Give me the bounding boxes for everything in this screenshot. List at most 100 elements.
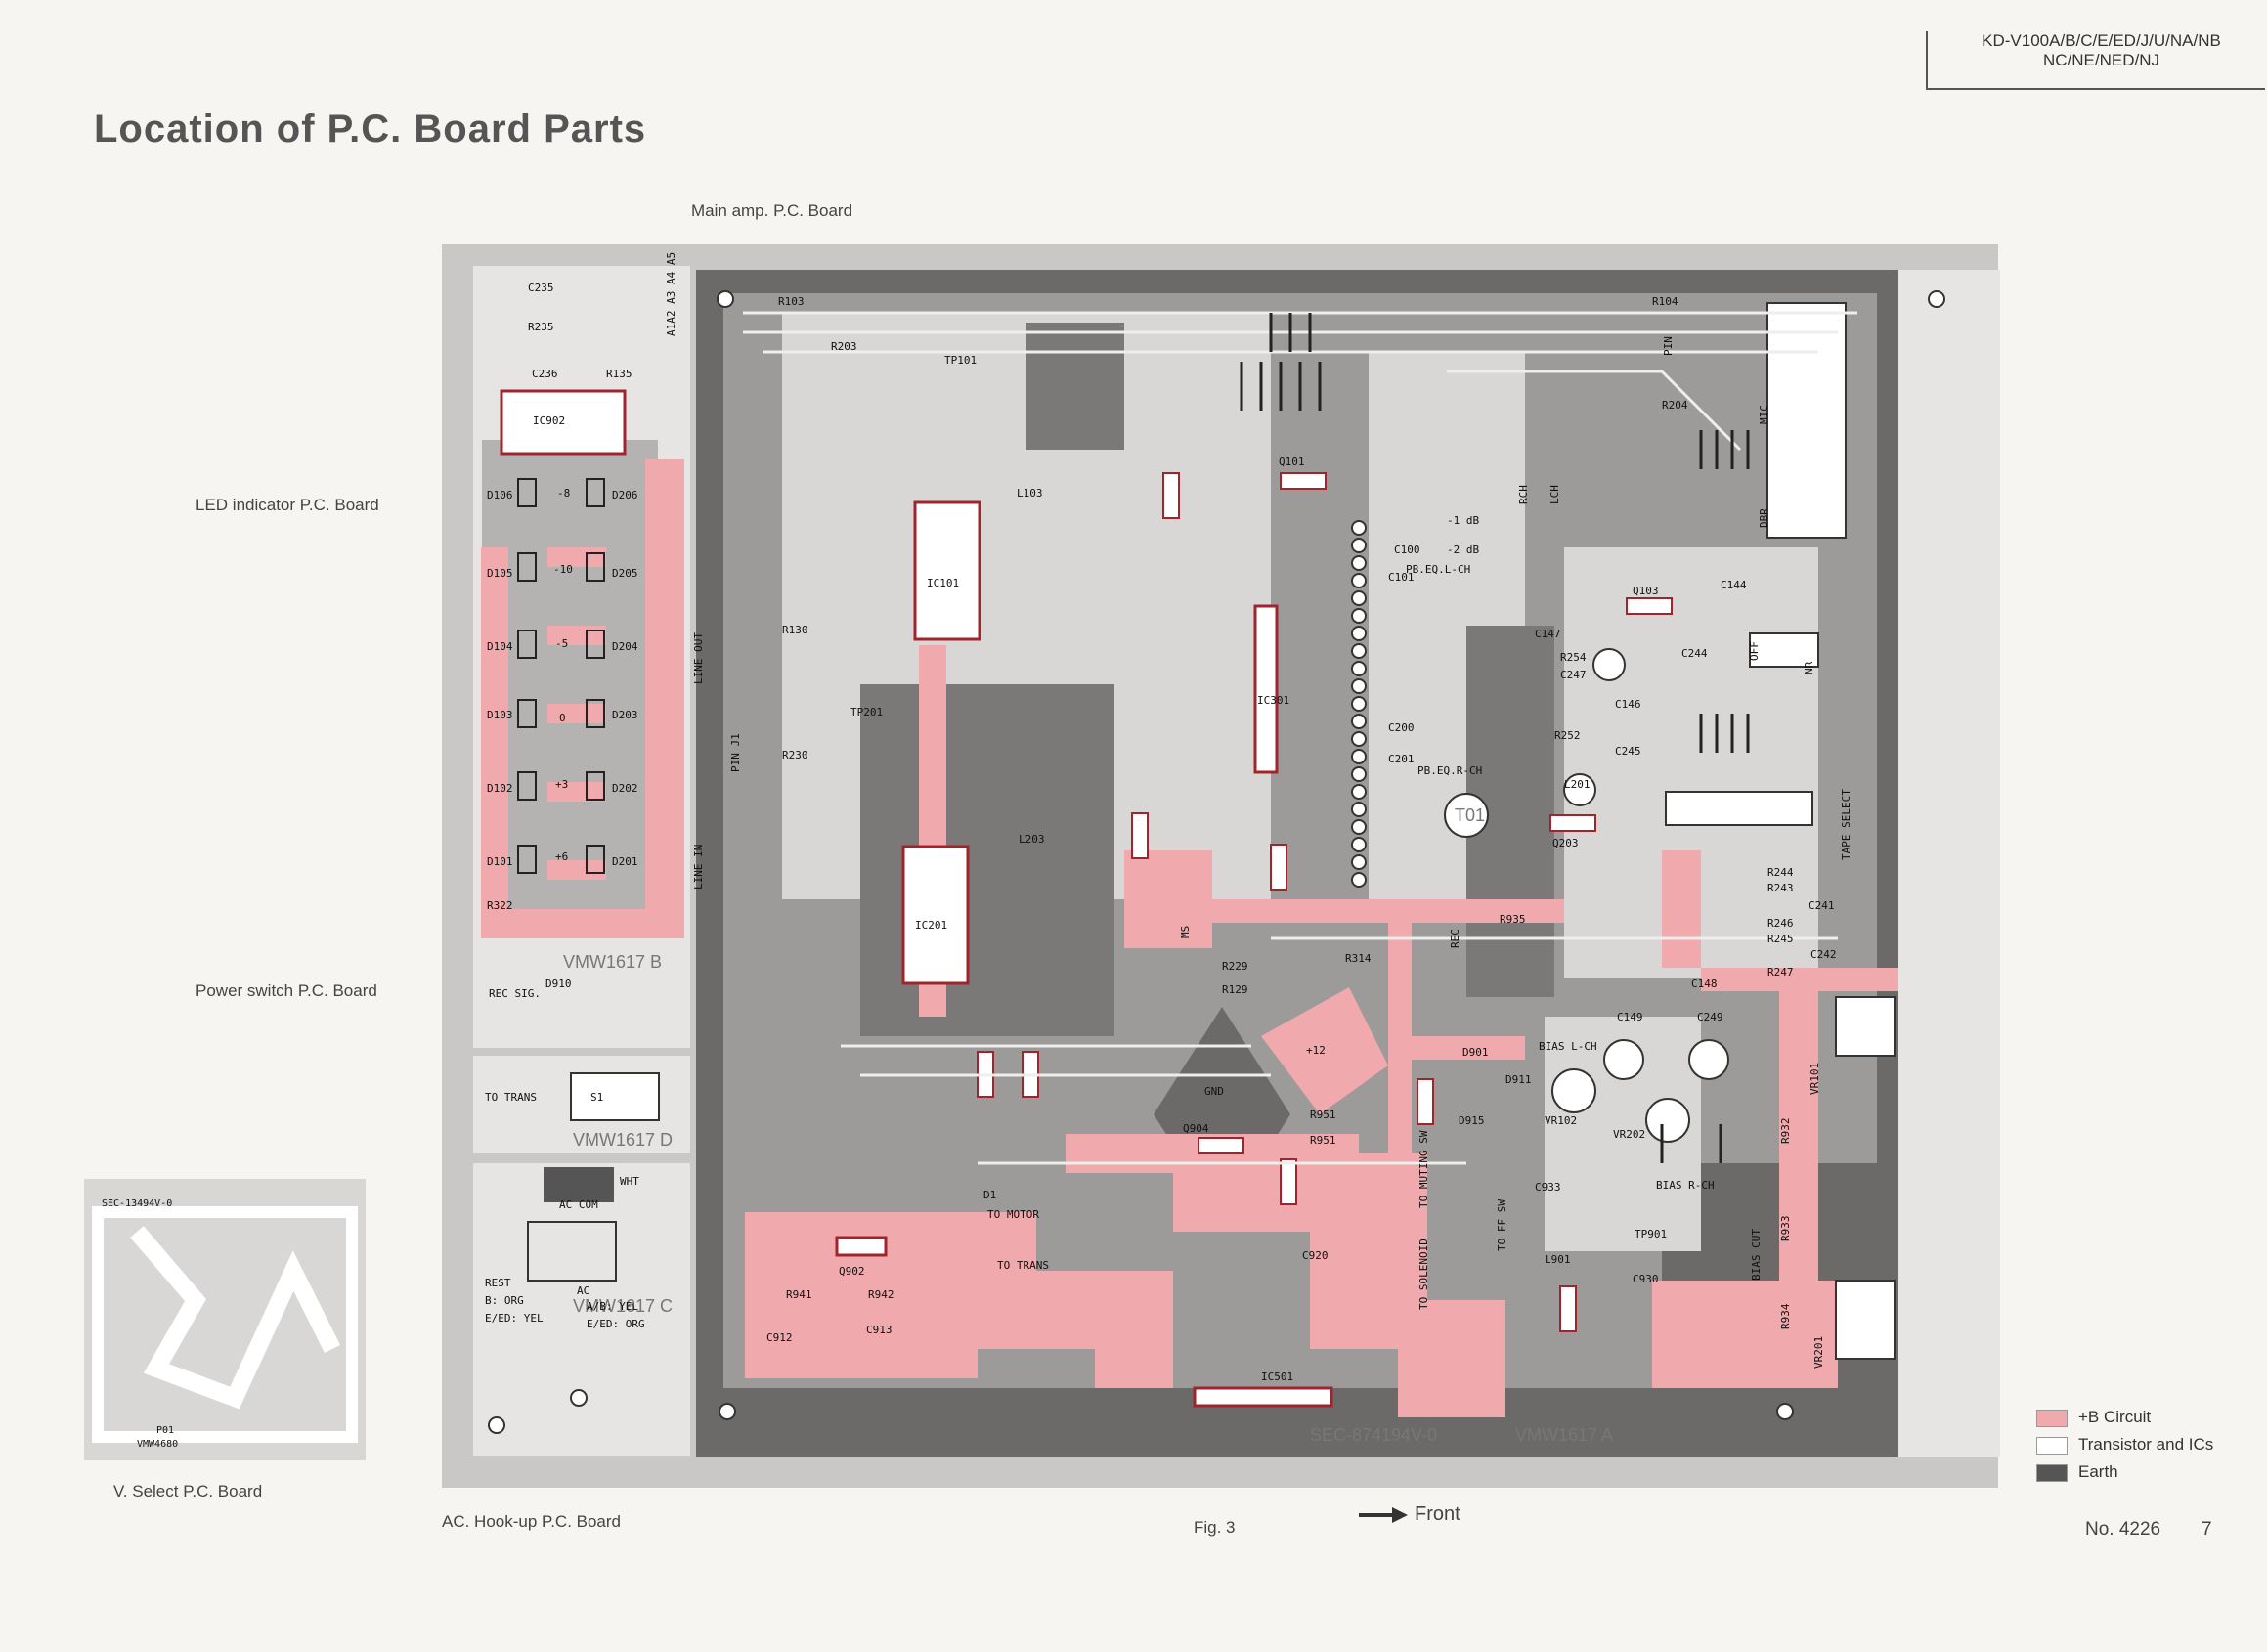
mounting-holes <box>488 290 1945 1434</box>
q906b-outline <box>1417 1078 1434 1125</box>
q904-label: Q904 <box>1183 1122 1209 1135</box>
vr202-pot <box>1645 1098 1690 1143</box>
q905-outline <box>1559 1285 1577 1332</box>
q202-outline <box>1131 812 1149 859</box>
line-out-label: LINE OUT <box>692 632 705 684</box>
model-number-box: KD-V100A/B/C/E/ED/J/U/NA/NB NC/NE/NED/NJ <box>1926 31 2265 90</box>
r314-label: R314 <box>1345 952 1372 965</box>
l101-coil <box>1592 648 1626 681</box>
r230-label: R230 <box>782 749 808 761</box>
q101-outline <box>1280 472 1327 490</box>
r932b-label: R951 <box>1310 1134 1336 1147</box>
c242-label: C242 <box>1810 948 1837 961</box>
l201-label: L201 <box>1564 778 1591 791</box>
board-code-main: SEC-874194V-0 <box>1310 1425 1437 1445</box>
l203-label: L203 <box>1019 833 1045 846</box>
r103-label: R103 <box>778 295 805 308</box>
v-neg5: -5 <box>555 637 568 650</box>
d915-label: D915 <box>1459 1114 1485 1127</box>
r932-label: R932 <box>1779 1118 1792 1145</box>
q201-outline <box>1270 844 1287 891</box>
ab-yel-label: A/B: YEL <box>587 1300 638 1313</box>
vr101-label: VR101 <box>1809 1063 1821 1095</box>
mic-label: MIC <box>1758 405 1770 424</box>
t01-circle <box>1444 793 1489 838</box>
c200-label: C200 <box>1388 721 1415 734</box>
d205-label: D205 <box>612 567 638 580</box>
c147-label: C147 <box>1535 628 1561 640</box>
l202-coil <box>1688 1039 1729 1080</box>
plus12-label: +12 <box>1306 1044 1326 1057</box>
ms-label: MS <box>1179 926 1192 938</box>
c249-label: C249 <box>1697 1011 1723 1023</box>
c930-label: C930 <box>1633 1273 1659 1285</box>
ic101-outline <box>913 500 981 641</box>
r129-label: R129 <box>1222 983 1248 996</box>
nr-label: NR <box>1803 661 1815 674</box>
vr102-label: VR102 <box>1545 1114 1577 1127</box>
ac-hookup-board <box>473 1163 690 1456</box>
led-trace-seg <box>547 782 606 802</box>
r246-label: R246 <box>1767 917 1794 930</box>
d202-label: D202 <box>612 782 638 795</box>
c101-label: C101 <box>1388 571 1415 584</box>
bias-l-label: BIAS L-CH <box>1539 1040 1597 1053</box>
d911-label: D911 <box>1505 1073 1532 1086</box>
c247-label: C247 <box>1560 669 1587 681</box>
r104-label: R104 <box>1652 295 1678 308</box>
eed-org-label: E/ED: ORG <box>587 1318 645 1330</box>
r941-label: R941 <box>786 1288 812 1301</box>
vr102-pot <box>1551 1068 1596 1113</box>
ic501-outline <box>1193 1386 1333 1408</box>
r235-label: R235 <box>528 321 554 333</box>
v-neg10: -10 <box>553 563 573 576</box>
to-ff-sw-label: TO FF SW <box>1496 1199 1508 1251</box>
lch-label: LCH <box>1548 485 1561 504</box>
led-column-left <box>517 478 537 874</box>
tp101-label: TP101 <box>944 354 977 367</box>
c201-label: C201 <box>1388 753 1415 765</box>
plus12-area <box>1261 987 1388 1114</box>
page-number-code: No. 4226 <box>2085 1519 2161 1540</box>
vmw-c-mark: VMW1617 C <box>573 1296 673 1316</box>
main-board-dark-block <box>1026 323 1124 450</box>
vselect-board-label: V. Select P.C. Board <box>113 1482 263 1500</box>
c912-label: C912 <box>766 1331 793 1344</box>
r204-label: R204 <box>1662 399 1688 412</box>
c933-label: C933 <box>1535 1181 1561 1194</box>
r135-label: R135 <box>606 368 632 380</box>
ic201-label: IC201 <box>915 919 947 932</box>
ic501-label: IC501 <box>1261 1370 1293 1383</box>
v-3: +3 <box>555 778 568 791</box>
vr202-label: VR202 <box>1613 1128 1645 1141</box>
led-board-inner <box>482 440 658 909</box>
to-trans2-label: TO TRANS <box>485 1091 537 1104</box>
r933-label: R933 <box>1779 1216 1792 1242</box>
legend-label-b-circuit: +B Circuit <box>2078 1408 2152 1426</box>
r245-label: R245 <box>1767 933 1794 945</box>
db1-label: -1 dB <box>1447 514 1479 527</box>
page-number: 7 <box>2202 1519 2212 1540</box>
r935-label: R935 <box>1500 913 1526 926</box>
figure-label: Fig. 3 <box>1194 1518 1236 1537</box>
pb-eq-r: PB.EQ.R-CH <box>1417 764 1482 777</box>
r243-label: R243 <box>1767 882 1794 894</box>
right-connector-strip <box>1898 270 2000 1457</box>
page-title: Location of P.C. Board Parts <box>94 108 647 151</box>
l103-label: L103 <box>1017 487 1043 500</box>
d203-label: D203 <box>612 709 638 721</box>
d910-label: D910 <box>545 978 572 990</box>
q902-label: Q902 <box>839 1265 865 1278</box>
legend-swatch-earth <box>2036 1464 2068 1482</box>
ac-com-label: AC COM <box>559 1198 598 1211</box>
tape-select-label: TAPE SELECT <box>1840 789 1853 860</box>
terminal-column <box>1351 520 1367 888</box>
ic902-outline <box>500 389 627 456</box>
tape-select-switch <box>1665 791 1813 826</box>
q203-outline <box>1549 814 1596 832</box>
t01-label: T01 <box>1455 805 1485 825</box>
vr101-box <box>1835 996 1896 1057</box>
off-label: OFF <box>1748 641 1761 661</box>
line-in-label: LINE IN <box>692 845 705 890</box>
